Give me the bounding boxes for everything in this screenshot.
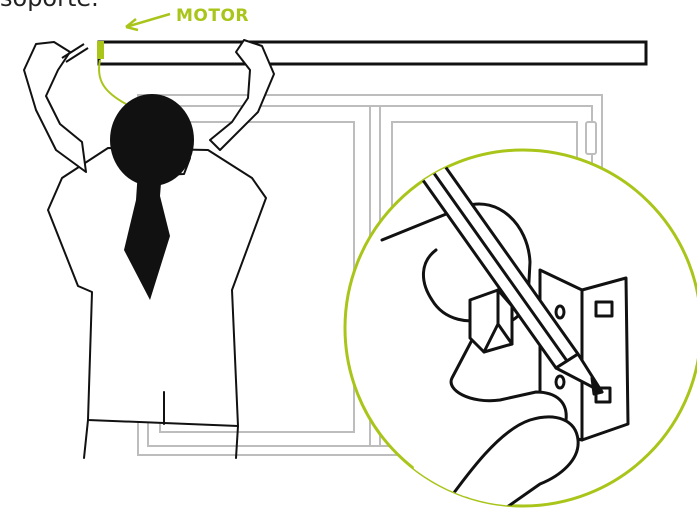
motor-cable [99, 60, 126, 104]
window-handle-icon [586, 122, 596, 154]
motor-arrow-icon [126, 14, 170, 30]
motor-tube [97, 41, 646, 64]
